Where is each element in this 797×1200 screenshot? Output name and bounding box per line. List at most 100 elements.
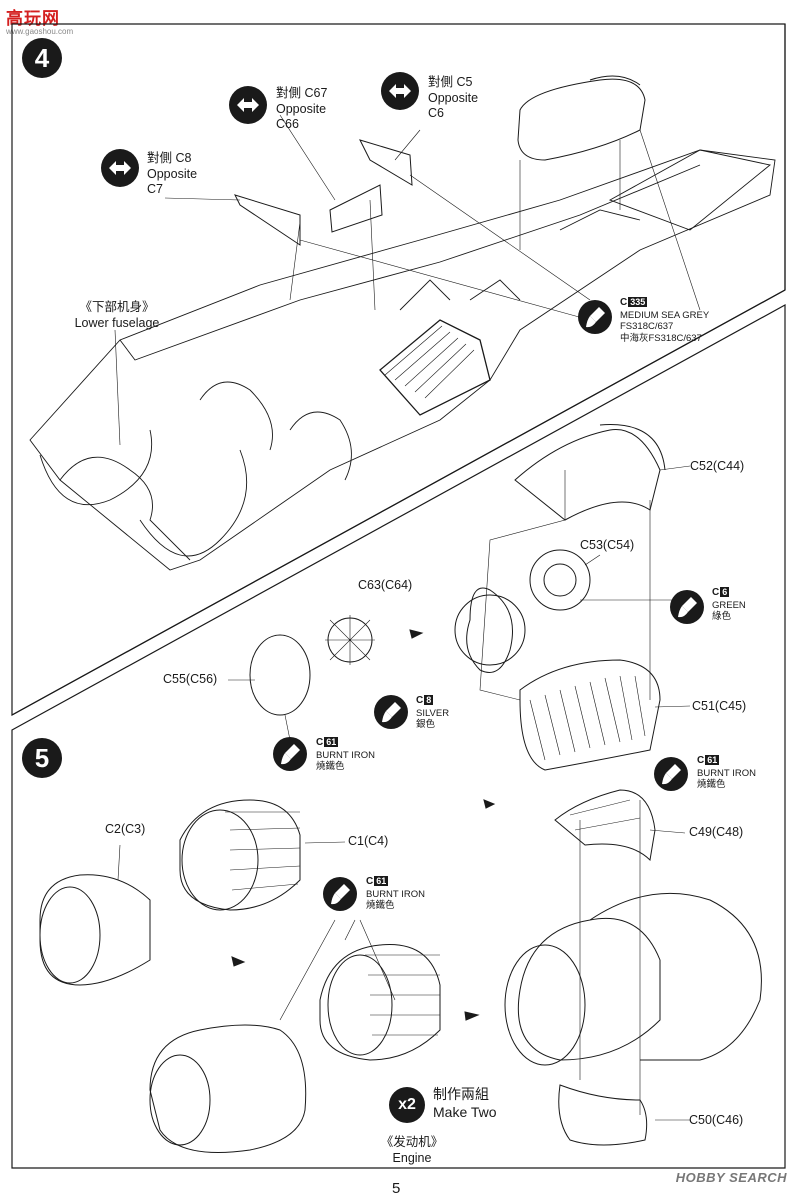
paint-cn: 中海灰FS318C/637: [620, 332, 702, 344]
section-divider: [11, 289, 786, 716]
paint-code-number: 61: [324, 737, 339, 747]
part-label-c1: C1(C4): [348, 834, 389, 848]
paint-burnt-iron: BURNT IRON 燒鐵色: [697, 768, 756, 791]
part-c66-drawing: [329, 184, 383, 233]
part-label-c53: C53(C54): [580, 538, 635, 552]
brush-icon: [382, 702, 401, 723]
paint-brush-icon: [654, 757, 688, 791]
paint-code-letter: C: [697, 755, 705, 766]
brush-icon: [281, 744, 300, 765]
make-two-en: Make Two: [433, 1104, 497, 1121]
brush-icon: [586, 307, 605, 328]
paint-burnt-iron: BURNT IRON 燒鐵色: [316, 750, 375, 773]
mirror-note-c8: 對側 C8 Opposite C7: [147, 151, 197, 198]
part-label-c49: C49(C48): [689, 825, 744, 839]
nozzle-step4-drawing: [228, 424, 691, 771]
paint-code-number: 61: [705, 755, 720, 765]
paint-cn: 綠色: [712, 611, 732, 623]
mirror-note-line3: C66: [276, 117, 299, 132]
mirror-note-c5: 對側 C5 Opposite C6: [428, 75, 478, 122]
paint-code-letter: C: [316, 737, 324, 748]
lower-fuselage-label: 《下部机身》 Lower fuselage: [62, 300, 172, 331]
paint-name: BURNT IRON: [366, 889, 425, 900]
paint-code-number: 6: [720, 587, 730, 597]
paint-cn: 燒鐵色: [697, 779, 726, 791]
part-label-c55: C55(C56): [163, 672, 218, 686]
mirror-note-line2: Opposite: [147, 166, 198, 181]
paint-code-letter: C: [712, 587, 720, 598]
engine-en: Engine: [392, 1150, 432, 1165]
part-label-c51: C51(C45): [692, 699, 747, 713]
step5-frame: [11, 303, 786, 1169]
paint-brush-icon: [578, 300, 612, 334]
watermark-logo-text: 高玩网: [6, 9, 60, 28]
paint-code-letter: C: [416, 695, 424, 706]
paint-brush-icon: [273, 737, 307, 771]
part-c7-drawing: [234, 194, 301, 246]
double-arrow-icon: [237, 98, 259, 112]
part-label-c50: C50(C46): [689, 1113, 744, 1127]
paint-silver: SILVER 銀色: [416, 708, 449, 731]
step-4-badge: 4: [22, 38, 62, 78]
engine-step5-drawing: [39, 789, 762, 1153]
brush-icon: [678, 597, 697, 618]
paint-medium-sea-grey: MEDIUM SEA GREY FS318C/637 中海灰FS318C/637: [620, 310, 709, 344]
paint-cn: 銀色: [416, 719, 436, 731]
mirror-note-line2: Opposite: [276, 101, 327, 116]
paint-name: SILVER: [416, 708, 450, 719]
lower-fuselage-cn: 《下部机身》: [79, 300, 155, 314]
make-two-label: 制作兩組 Make Two: [433, 1085, 497, 1121]
lower-fuselage-drawing: [29, 149, 776, 571]
paint-code-letter: C: [620, 297, 628, 308]
watermark-logo: 高玩网 www.gaoshou.com: [6, 4, 73, 36]
canopy-fairing-drawing: [517, 78, 646, 161]
mirror-note-line3: C7: [147, 182, 163, 197]
step-5-badge: 5: [22, 738, 62, 778]
paint-name: BURNT IRON: [316, 750, 375, 761]
part-label-c63: C63(C64): [358, 578, 413, 592]
mirror-note-c67: 對側 C67 Opposite C66: [276, 86, 327, 133]
part-c6-drawing: [359, 139, 413, 186]
paint-burnt-iron: BURNT IRON 燒鐵色: [366, 889, 425, 912]
paint-brush-icon: [374, 695, 408, 729]
lower-fuselage-en: Lower fuselage: [74, 315, 160, 330]
engine-cn: 《发动机》: [380, 1135, 444, 1149]
mirror-arrow-icon: [101, 149, 139, 187]
paint-code-number: 61: [374, 876, 389, 886]
page-number: 5: [392, 1180, 401, 1197]
paint-code-letter: C: [366, 876, 374, 887]
engine-label: 《发动机》 Engine: [362, 1135, 462, 1166]
paint-cn: 燒鐵色: [366, 900, 395, 912]
part-label-c2: C2(C3): [105, 822, 146, 836]
mirror-note-line2: Opposite: [428, 90, 479, 105]
paint-cn: 燒鐵色: [316, 761, 345, 773]
double-arrow-icon: [389, 84, 411, 98]
paint-brush-icon: [323, 877, 357, 911]
make-two-cn: 制作兩組: [433, 1086, 489, 1102]
paint-code-number: 335: [628, 297, 648, 307]
paint-brush-icon: [670, 590, 704, 624]
mirror-arrow-icon: [381, 72, 419, 110]
paint-name: MEDIUM SEA GREY: [620, 310, 710, 321]
paint-name: BURNT IRON: [697, 768, 756, 779]
mirror-arrow-icon: [229, 86, 267, 124]
mirror-note-line1: 對側 C8: [147, 151, 192, 165]
paint-green: GREEN 綠色: [712, 600, 746, 623]
part-label-c52: C52(C44): [690, 459, 745, 473]
brush-icon: [662, 764, 681, 785]
mirror-note-line1: 對側 C5: [428, 75, 473, 89]
paint-name: GREEN: [712, 600, 746, 611]
make-two-badge: x2: [389, 1087, 425, 1123]
mirror-note-line1: 對側 C67: [276, 86, 328, 100]
double-arrow-icon: [109, 161, 131, 175]
brush-icon: [331, 884, 350, 905]
paint-fs: FS318C/637: [620, 321, 674, 333]
paint-code-number: 8: [424, 695, 434, 705]
mirror-note-line3: C6: [428, 106, 444, 121]
